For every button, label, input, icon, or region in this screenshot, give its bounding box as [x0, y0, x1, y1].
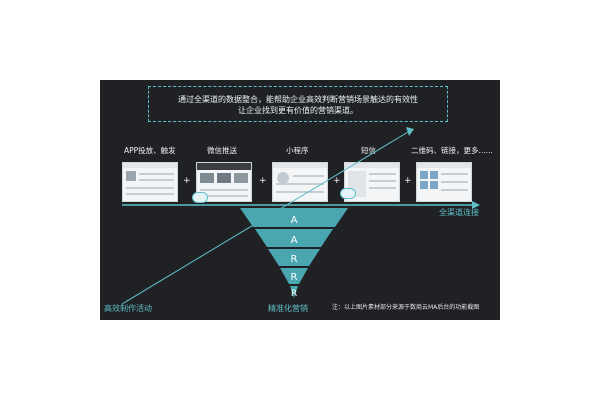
funnel-layer-5: [290, 286, 298, 298]
channel-label-sms: 短信: [361, 146, 376, 155]
slide-canvas: 通过全渠道的数据整合，能帮助企业高效判断营销场景触达的有效性 让企业找到更有价值…: [100, 80, 500, 320]
chat-bubble-icon: [192, 192, 208, 203]
funnel-diagram: A A R R R: [121, 127, 480, 305]
channel-label-qrcode: 二维码、链接，更多......: [411, 146, 493, 155]
headline-box: 通过全渠道的数据整合，能帮助企业高效判断营销场景触达的有效性 让企业找到更有价值…: [148, 86, 448, 122]
screenshot-miniprogram: [272, 162, 328, 202]
funnel-letter-2: A: [291, 235, 298, 246]
funnel-layer-1: [240, 208, 348, 227]
all-channel-label: 全渠道连接: [439, 208, 479, 217]
funnel-letter-5: R: [291, 289, 297, 299]
screenshot-wechat: [196, 162, 252, 202]
channel-label-wechat: 微信推送: [207, 146, 237, 155]
source-note: 注：以上图片素材部分来源于数商云MA后台的功能截图: [332, 304, 480, 311]
funnel-letter-3: R: [291, 254, 298, 265]
precision-marketing-label: 精准化营销: [268, 304, 308, 313]
funnel-letter-1: A: [291, 215, 298, 226]
plus-sign-4: +: [404, 176, 412, 186]
plus-sign-1: +: [183, 176, 191, 186]
screenshot-app: [122, 162, 178, 202]
channel-label-app: APP投放、触发: [124, 146, 176, 155]
funnel-layer-2: [255, 229, 333, 247]
channel-label-miniprogram: 小程序: [286, 146, 309, 155]
plus-sign-3: +: [333, 176, 341, 186]
plus-sign-2: +: [259, 176, 267, 186]
chat-bubble-icon: [340, 188, 356, 199]
screenshot-qrcode: [416, 162, 472, 202]
headline-line-1: 通过全渠道的数据整合，能帮助企业高效判断营销场景触达的有效性: [178, 95, 418, 104]
arrowhead-icon: [406, 127, 414, 136]
funnel-layer-3: [268, 249, 320, 266]
efficient-activity-label: 高效制作活动: [104, 304, 152, 313]
arrowhead-icon: [472, 201, 480, 209]
funnel-layer-4: [280, 268, 308, 284]
headline-line-2: 让企业找到更有价值的营销渠道。: [238, 106, 358, 115]
funnel-letter-4: R: [291, 272, 298, 283]
